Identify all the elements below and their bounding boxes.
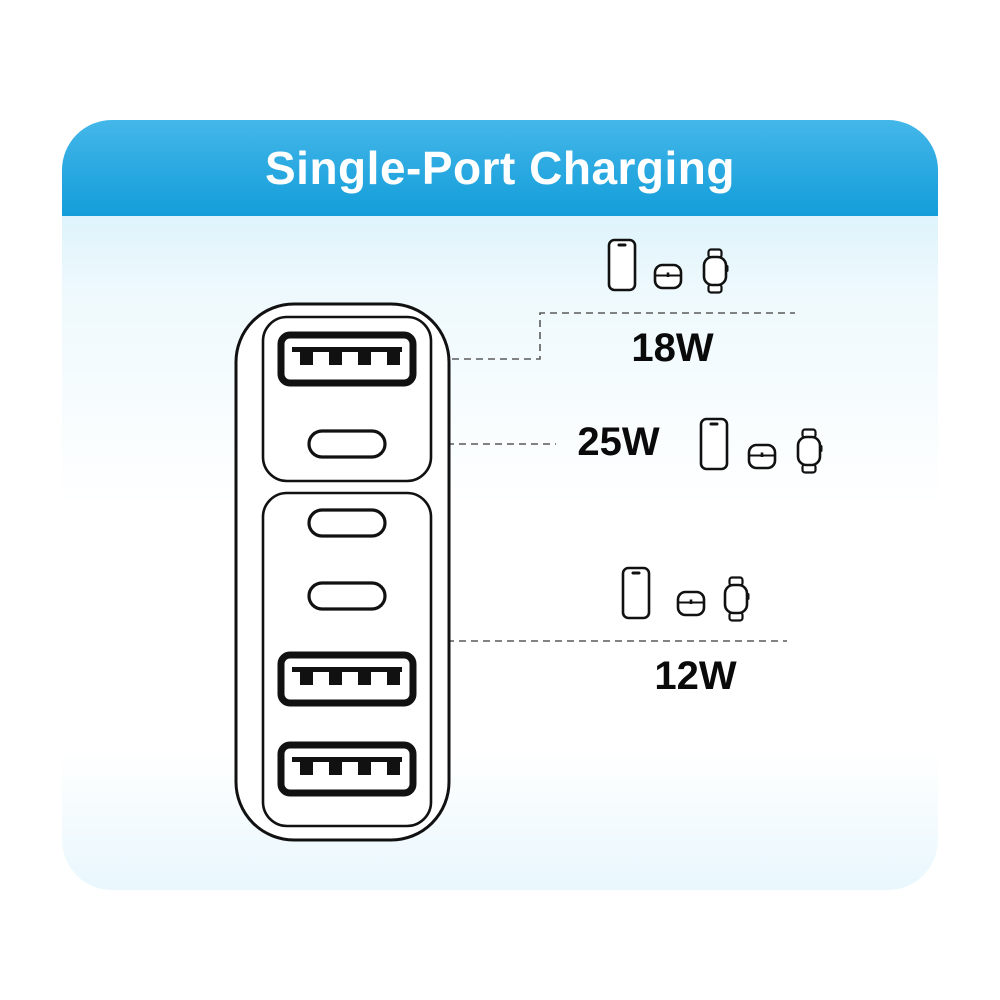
earbuds-case-icon-25w (747, 443, 777, 470)
wattage-label-12w: 12W (654, 654, 737, 698)
usb-c-port-icon-top (307, 429, 387, 459)
earbuds-case-icon-12w (676, 590, 706, 617)
infographic-card: Single-Port Charging (62, 120, 938, 890)
phone-icon-12w (621, 566, 651, 620)
usb-a-port-icon-mid (281, 655, 413, 703)
smartwatch-icon-18w (702, 248, 729, 294)
wattage-label-25w: 25W (577, 420, 660, 464)
usb-a-port-icon-top (281, 335, 413, 383)
page-title: Single-Port Charging (265, 142, 735, 194)
connector-line-18w (416, 312, 795, 360)
earbuds-case-icon-18w (653, 263, 683, 290)
header-banner: Single-Port Charging (62, 120, 938, 216)
usb-c-port-icon-2 (307, 581, 387, 611)
wattage-label-18w: 18W (631, 326, 714, 370)
usb-a-port-icon-bottom (281, 745, 413, 793)
usb-c-port-icon-1 (307, 508, 387, 538)
phone-icon-25w (699, 417, 729, 471)
smartwatch-icon-12w (723, 576, 750, 622)
smartwatch-icon-25w (796, 428, 823, 474)
phone-icon-18w (607, 238, 637, 292)
